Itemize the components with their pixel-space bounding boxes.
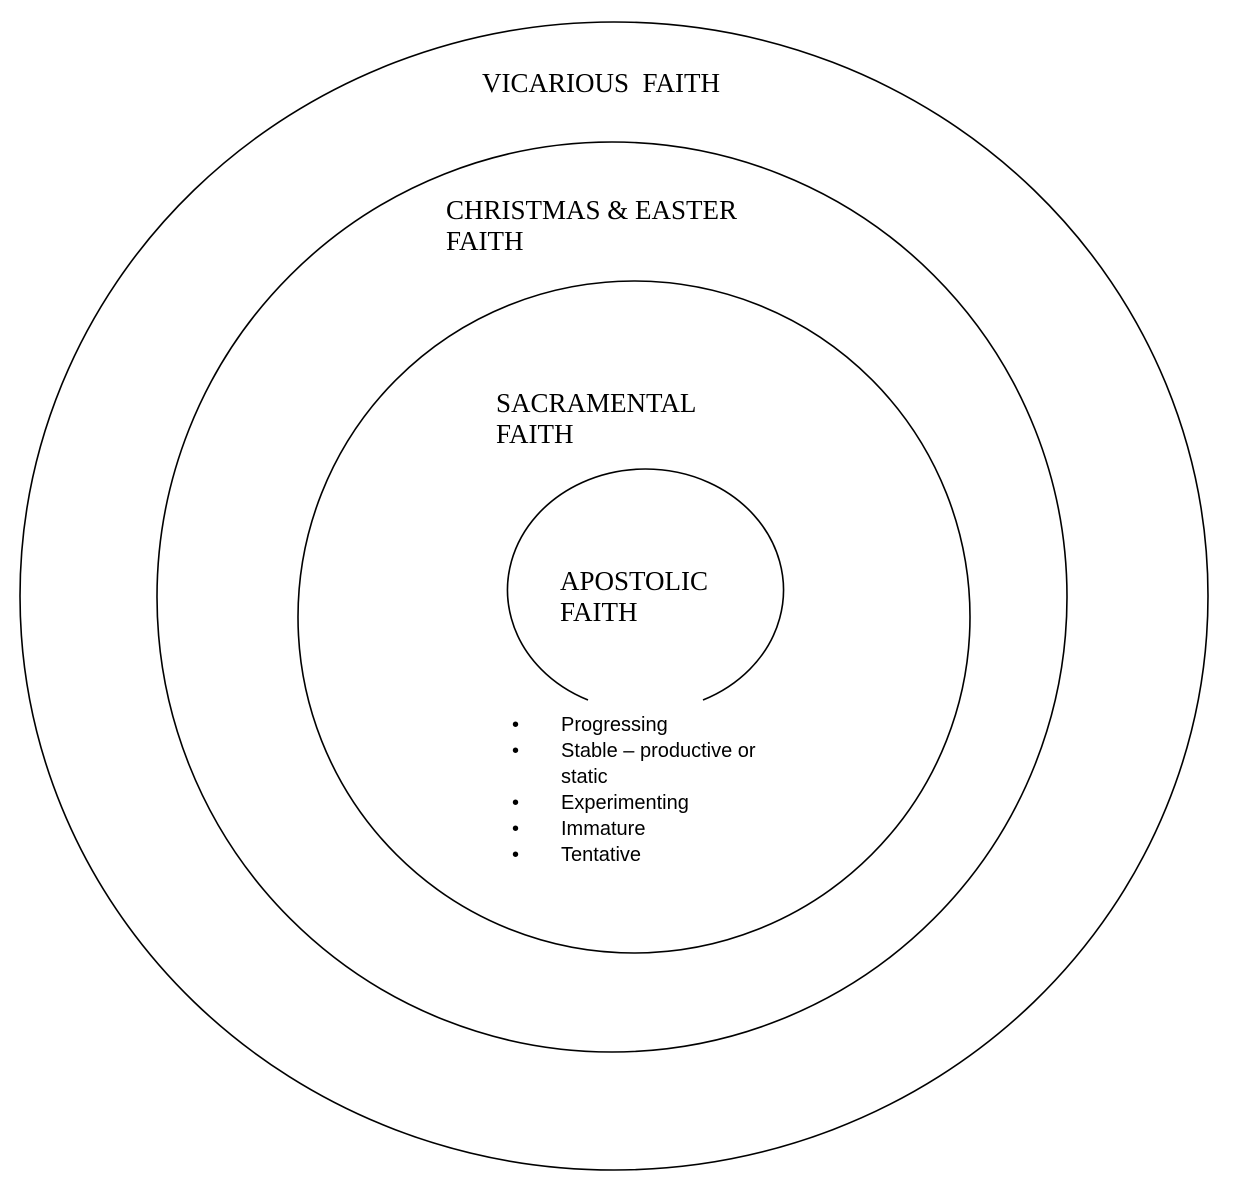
vicarious-faith-label: VICARIOUS FAITH bbox=[482, 68, 721, 98]
list-item-label: Stable – productive or static bbox=[561, 740, 756, 788]
ring-christmas-easter-faith bbox=[156, 141, 1068, 1053]
list-item-label: Immature bbox=[561, 818, 646, 840]
faith-stage-list: • Progressing • Stable – productive or s… bbox=[510, 712, 800, 868]
sacramental-faith-label: SACRAMENTAL FAITH bbox=[496, 388, 697, 449]
list-item: • Tentative bbox=[510, 842, 800, 868]
list-item: • Progressing bbox=[510, 712, 800, 738]
ring-apostolic-faith bbox=[506, 468, 785, 701]
ring-vicarious-faith bbox=[19, 21, 1209, 1171]
list-item: • Immature bbox=[510, 816, 800, 842]
ring-sacramental-faith bbox=[297, 280, 971, 954]
bullet-icon: • bbox=[512, 740, 520, 762]
christmas-easter-faith-label: CHRISTMAS & EASTER FAITH bbox=[446, 195, 738, 256]
bullet-icon: • bbox=[512, 844, 520, 866]
apostolic-faith-label: APOSTOLIC FAITH bbox=[560, 566, 709, 627]
bullet-icon: • bbox=[512, 792, 520, 814]
bullet-icon: • bbox=[512, 818, 520, 840]
list-item-label: Experimenting bbox=[561, 792, 689, 814]
list-item-label: Tentative bbox=[561, 844, 642, 866]
list-item-label: Progressing bbox=[561, 714, 668, 736]
list-item: • Stable – productive or static bbox=[510, 738, 800, 790]
list-item: • Experimenting bbox=[510, 790, 800, 816]
bullet-icon: • bbox=[512, 714, 520, 736]
